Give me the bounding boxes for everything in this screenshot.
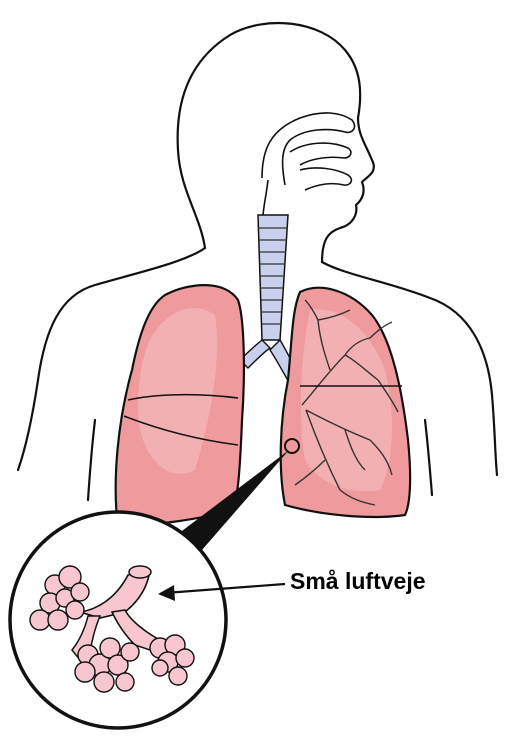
body-outline (18, 23, 497, 500)
small-airways-label: Små luftveje (290, 568, 426, 595)
alveoli-magnifier (10, 512, 226, 728)
right-lung (281, 288, 410, 517)
left-lung (116, 285, 244, 528)
nasal-airway (262, 113, 354, 230)
